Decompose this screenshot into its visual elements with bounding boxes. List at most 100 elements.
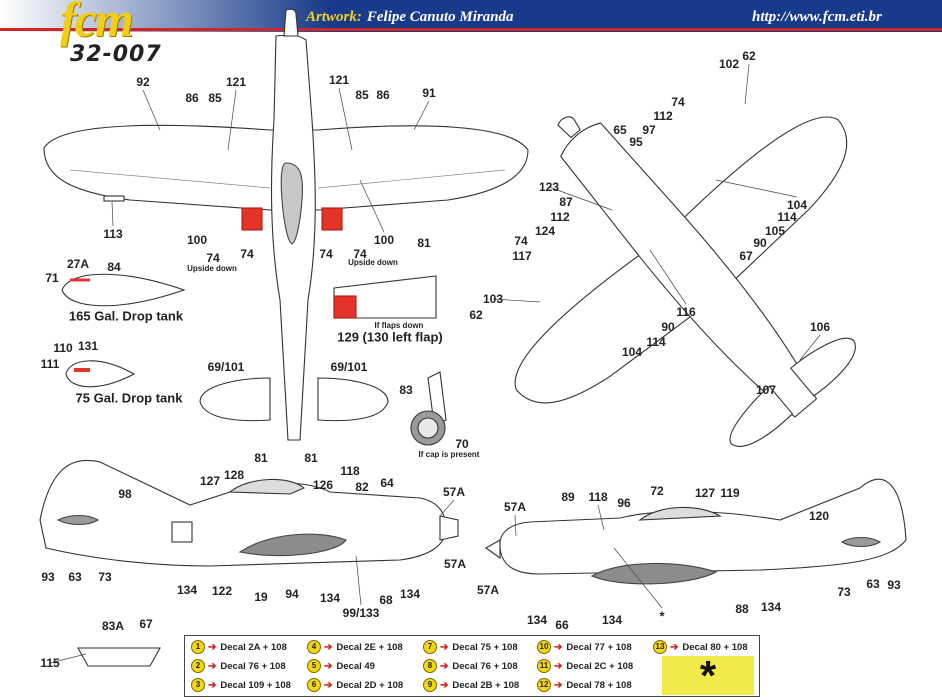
callout-label: 118 bbox=[340, 464, 360, 478]
callout-label: 124 bbox=[534, 224, 556, 238]
legend-number-badge: 8 bbox=[423, 659, 437, 673]
top-view-tailplane-left bbox=[199, 377, 271, 422]
callout-label: 134 bbox=[601, 613, 623, 627]
legend-entry: 13➔Decal 80 + 108 bbox=[653, 640, 748, 654]
callout-label: 134 bbox=[526, 613, 548, 627]
callout-label: 100 bbox=[373, 233, 395, 247]
legend-decal-text: Decal 78 + 108 bbox=[566, 679, 632, 691]
arrow-right-icon: ➔ bbox=[208, 679, 217, 691]
legend-decal-text: Decal 80 + 108 bbox=[682, 641, 748, 653]
right-side-view bbox=[484, 478, 907, 585]
artwork-credit: Artwork:Felipe Canuto Miranda bbox=[306, 10, 514, 25]
legend-entry: 1➔Decal 2A + 108 bbox=[191, 640, 287, 654]
drop-tank-75 bbox=[65, 360, 136, 388]
callout-label: 65 bbox=[613, 123, 627, 137]
callout-label: 62 bbox=[469, 308, 483, 322]
callout-label: 117 bbox=[512, 249, 532, 263]
left-side-wing-root bbox=[238, 533, 347, 557]
callout-label: 92 bbox=[136, 75, 150, 89]
callout-label: 63 bbox=[68, 570, 82, 584]
callout-label: 64 bbox=[380, 476, 394, 490]
callout-label: 134 bbox=[760, 600, 782, 614]
arrow-right-icon: ➔ bbox=[670, 641, 679, 653]
arrow-right-icon: ➔ bbox=[554, 679, 563, 691]
callout-label: If flaps down bbox=[374, 321, 424, 330]
callout-label: 68 bbox=[379, 593, 393, 607]
callout-label: 106 bbox=[809, 320, 831, 334]
legend-decal-text: Decal 77 + 108 bbox=[566, 641, 632, 653]
top-view-tailplane-right bbox=[317, 377, 389, 422]
legend-decal-text: Decal 2E + 108 bbox=[336, 641, 403, 653]
legend-decal-text: Decal 76 + 108 bbox=[452, 660, 518, 672]
callout-label: Upside down bbox=[187, 264, 237, 273]
callout-label: 81 bbox=[254, 451, 268, 465]
callout-label: 102 bbox=[718, 57, 740, 71]
callout-label: 62 bbox=[742, 49, 756, 63]
callout-label: 88 bbox=[735, 602, 749, 616]
wheel-detail bbox=[410, 371, 447, 446]
callout-label: 116 bbox=[676, 305, 696, 319]
callout-label: 93 bbox=[887, 578, 901, 592]
callout-label: 84 bbox=[107, 260, 121, 274]
legend-entry: 4➔Decal 2E + 108 bbox=[307, 640, 403, 654]
callout-label: 131 bbox=[77, 339, 99, 353]
callout-label: 73 bbox=[837, 585, 851, 599]
fuselage-underside-detail bbox=[77, 647, 161, 667]
callout-label: 100 bbox=[186, 233, 208, 247]
left-side-view bbox=[39, 459, 459, 567]
right-side-wing-root bbox=[590, 562, 718, 585]
legend-entry: 5➔Decal 49 bbox=[307, 659, 375, 673]
top-view-flap-marking-right bbox=[321, 207, 343, 231]
callout-label: 119 bbox=[720, 486, 740, 500]
callout-label: 57A bbox=[443, 557, 467, 571]
legend-number-badge: 1 bbox=[191, 640, 205, 654]
callout-label: 98 bbox=[118, 487, 132, 501]
arrow-right-icon: ➔ bbox=[554, 660, 563, 672]
legend-number-badge: 6 bbox=[307, 678, 321, 692]
kit-code: 32-007 bbox=[70, 42, 162, 67]
arrow-right-icon: ➔ bbox=[324, 660, 333, 672]
callout-label: 89 bbox=[561, 490, 575, 504]
callout-label: 67 bbox=[139, 617, 153, 631]
callout-label: 127 bbox=[199, 474, 221, 488]
callout-label: 112 bbox=[550, 210, 570, 224]
callout-label: 91 bbox=[422, 86, 436, 100]
top-view-canopy bbox=[280, 162, 304, 245]
callout-label: 97 bbox=[642, 123, 656, 137]
callout-label: 114 bbox=[777, 210, 797, 224]
callout-label: 134 bbox=[399, 587, 421, 601]
callout-label: 93 bbox=[41, 570, 55, 584]
callout-label: 75 Gal. Drop tank bbox=[75, 390, 183, 406]
legend-decal-text: Decal 2A + 108 bbox=[220, 641, 287, 653]
callout-label: 114 bbox=[646, 335, 666, 349]
callout-label: 134 bbox=[319, 591, 341, 605]
bottom-view-fuselage bbox=[560, 122, 818, 418]
legend-entry: 2➔Decal 76 + 108 bbox=[191, 659, 286, 673]
callout-label: 121 bbox=[225, 75, 247, 89]
callout-label: 57A bbox=[503, 500, 527, 514]
leader-lines bbox=[49, 63, 821, 664]
callout-label: 81 bbox=[304, 451, 318, 465]
legend-entry: 10➔Decal 77 + 108 bbox=[537, 640, 632, 654]
legend-entry: 8➔Decal 76 + 108 bbox=[423, 659, 518, 673]
arrow-right-icon: ➔ bbox=[324, 641, 333, 653]
callout-label: 74 bbox=[514, 234, 528, 248]
callout-label: 70 bbox=[455, 437, 469, 451]
callout-label: 69/101 bbox=[207, 360, 245, 374]
legend-number-badge: 11 bbox=[537, 659, 551, 673]
callout-label: 74 bbox=[353, 247, 367, 261]
arrow-right-icon: ➔ bbox=[554, 641, 563, 653]
legend-decal-text: Decal 76 + 108 bbox=[220, 660, 286, 672]
star-note-box: * bbox=[662, 652, 754, 699]
callout-label: 74 bbox=[319, 247, 333, 261]
legend-decal-text: Decal 2C + 108 bbox=[566, 660, 634, 672]
callout-label: 128 bbox=[223, 468, 245, 482]
website-url[interactable]: http://www.fcm.eti.br bbox=[752, 9, 882, 25]
legend-number-badge: 13 bbox=[653, 640, 667, 654]
callout-label: 107 bbox=[755, 383, 777, 397]
credit-name: Felipe Canuto Miranda bbox=[366, 9, 514, 25]
arrow-right-icon: ➔ bbox=[208, 660, 217, 672]
callout-label: 90 bbox=[753, 236, 767, 250]
callout-label: 57A bbox=[442, 485, 466, 499]
